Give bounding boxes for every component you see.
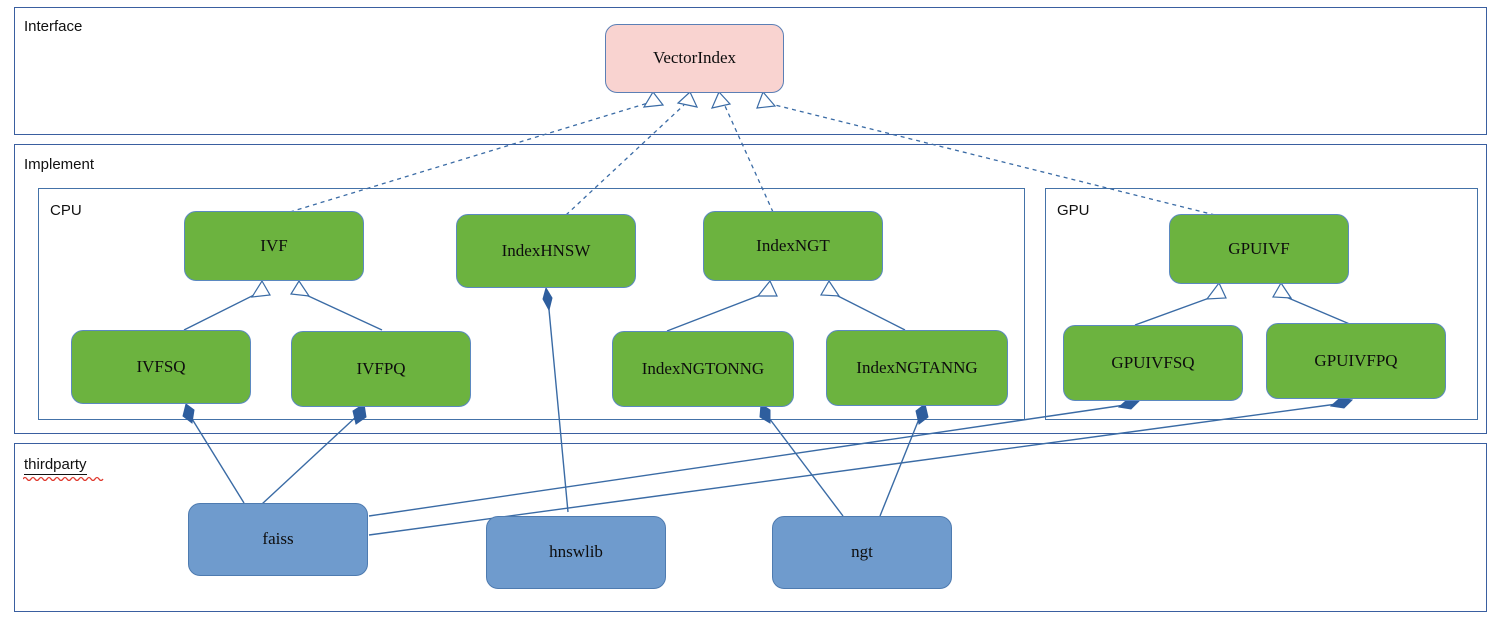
node-label: IVFSQ [136,356,186,376]
node-label: faiss [262,529,294,549]
edge-ngt-to-indexngtanng [879,413,922,517]
node-label: VectorIndex [652,48,737,68]
node-label: IVF [260,235,288,255]
node-gpuivfsq[interactable]: GPUIVFSQ [1063,325,1243,401]
node-label: hnswlib [549,542,603,562]
arrowhead-hollow-triangle [710,90,732,109]
node-hnswlib[interactable]: hnswlib [486,516,666,589]
edge-gpuivf-to-vectorindex [770,103,1216,216]
sub-container-label-gpu: GPU [1057,202,1090,219]
node-label: IndexNGTANNG [856,357,978,377]
edge-gpuivfpq-to-gpuivf [1285,296,1353,326]
diamond-filled-icon [542,286,553,312]
edge-ngt-to-indexngtonng [765,413,844,517]
edge-ivfpq-to-ivf [303,293,383,331]
arrowhead-hollow-triangle [676,91,699,108]
edge-hnswlib-to-indexhnsw [547,298,569,513]
container-implement [14,144,1487,434]
edge-indexngtonng-to-indexngt [666,293,764,332]
node-label: GPUIVFPQ [1314,350,1398,370]
diamond-filled-icon [352,403,367,425]
node-label: GPUIVFSQ [1111,352,1195,372]
sub-container-label-cpu: CPU [50,202,82,219]
container-interface [14,7,1487,135]
edge-indexhnsw-to-vectorindex [565,104,685,216]
container-thirdparty [14,443,1487,612]
node-label: IndexNGTONNG [641,358,765,378]
node-ivfsq[interactable]: IVFSQ [71,330,251,404]
container-label-interface: Interface [24,18,83,35]
node-label: IndexNGT [756,235,830,255]
container-label-thirdparty: thirdparty [24,456,87,475]
arrowhead-hollow-triangle [1205,281,1227,300]
sub-container-gpu [1045,188,1478,420]
node-gpuivfpq[interactable]: GPUIVFPQ [1266,323,1446,399]
diamond-filled-icon [759,403,771,424]
diamond-filled-icon [915,403,929,425]
edge-ivf-to-vectorindex [289,102,649,213]
edge-ivfsq-to-ivf [183,293,257,331]
edge-faiss-to-gpuivfsq [368,404,1126,517]
arrowhead-hollow-triangle [250,279,271,298]
node-indexngt[interactable]: IndexNGT [703,211,883,281]
container-label-implement: Implement [24,156,95,173]
edge-indexngtanng-to-indexngt [833,293,906,331]
arrowhead-hollow-triangle [1271,281,1293,299]
node-label: ngt [851,542,873,562]
arrowhead-hollow-triangle [756,90,777,109]
sub-container-cpu [38,188,1025,420]
edge-faiss-to-ivfsq [188,413,245,504]
edge-indexngt-to-vectorindex [724,105,774,213]
diamond-filled-icon [182,403,195,424]
node-ivf[interactable]: IVF [184,211,364,281]
node-vectorindex[interactable]: VectorIndex [605,24,784,93]
edge-gpuivfsq-to-gpuivf [1134,296,1213,326]
arrowhead-hollow-triangle [819,279,841,297]
node-ivfpq[interactable]: IVFPQ [291,331,471,407]
node-ngt[interactable]: ngt [772,516,952,589]
node-indexngtonng[interactable]: IndexNGTONNG [612,331,794,407]
arrowhead-hollow-triangle [642,90,665,108]
arrowhead-hollow-triangle [756,279,778,297]
node-faiss[interactable]: faiss [188,503,368,576]
node-label: GPUIVF [1228,238,1290,258]
node-indexhnsw[interactable]: IndexHNSW [456,214,636,288]
edge-faiss-to-gpuivfpq [368,403,1338,536]
node-gpuivf[interactable]: GPUIVF [1169,214,1349,284]
node-label: IndexHNSW [501,240,591,260]
node-indexngtanng[interactable]: IndexNGTANNG [826,330,1008,406]
arrowhead-hollow-triangle [289,279,311,297]
edge-faiss-to-ivfpq [261,414,359,505]
diamond-filled-icon [1329,397,1354,409]
node-label: IVFPQ [356,358,406,378]
